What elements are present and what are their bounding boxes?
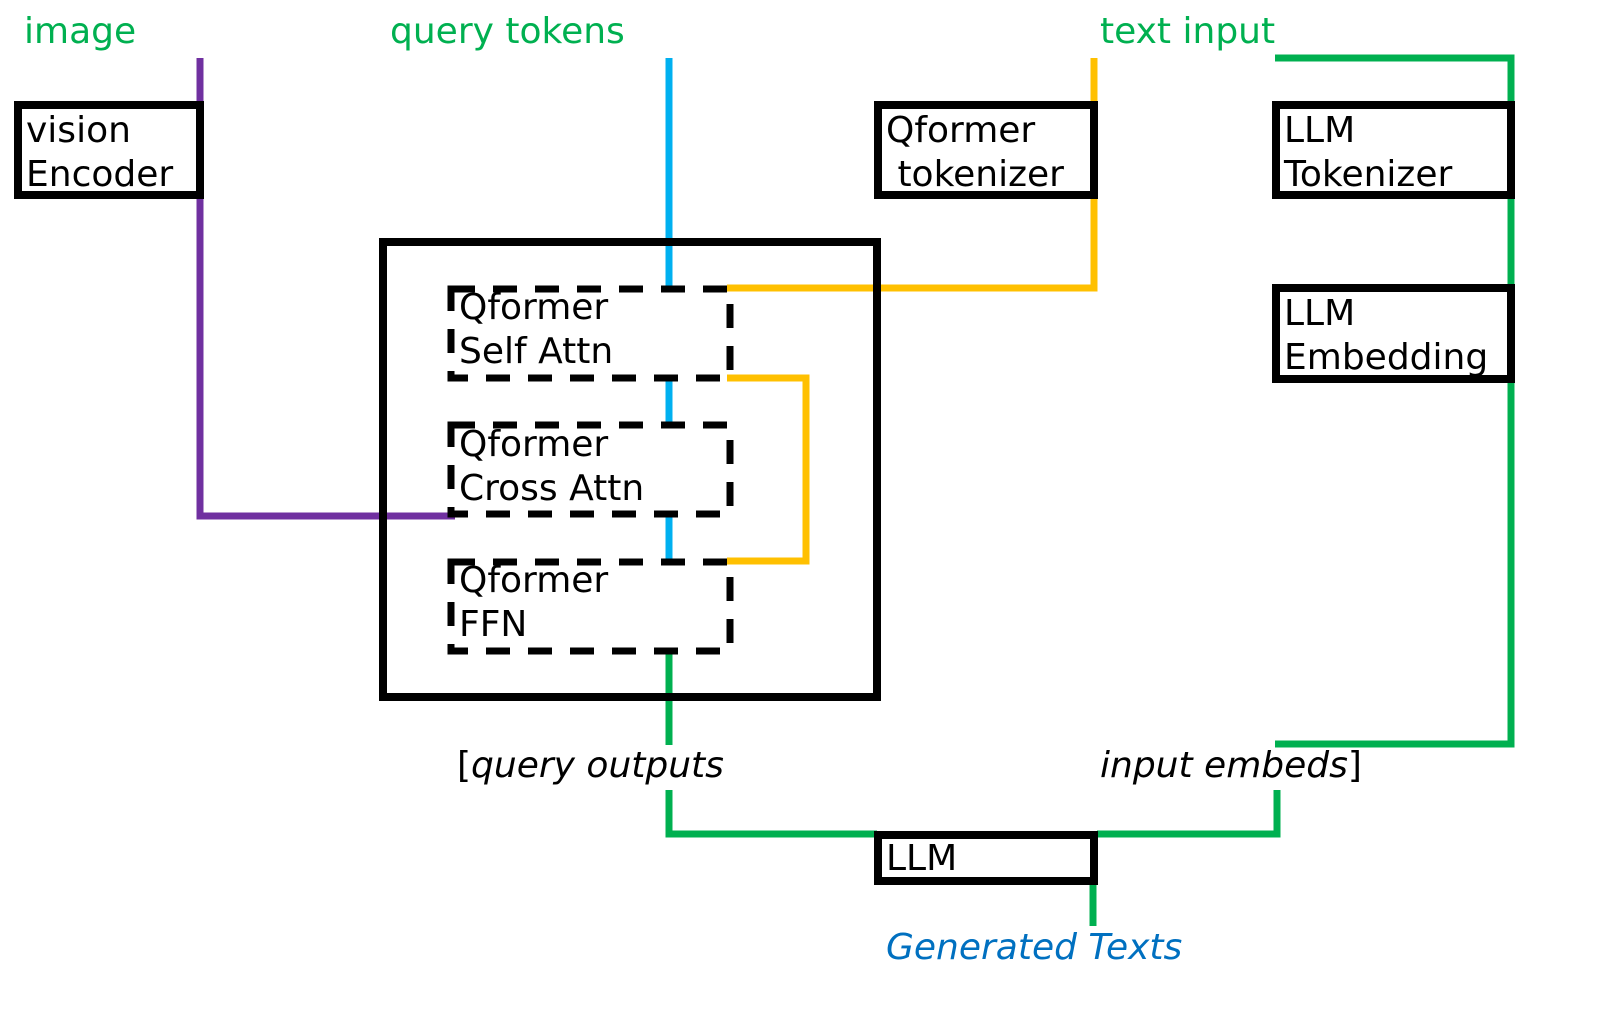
qformer-tokenizer-block: Qformer tokenizer [874, 101, 1098, 199]
input-embeds-label: input embeds] [1100, 748, 1362, 784]
query-outputs-text: query outputs [471, 745, 724, 786]
open-bracket: [ [457, 745, 472, 786]
llm-tokenizer-label-line2: Tokenizer [1284, 154, 1453, 195]
llm-text-line-top [1275, 54, 1515, 103]
vision-encoder-label-line2: Encoder [26, 154, 174, 195]
image-input-label: image [24, 11, 137, 52]
qformer-tokenizer-label-line2: tokenizer [886, 154, 1064, 195]
qformer-self-attn-border [447, 285, 734, 382]
qformer-ffn-label-line1: Qformer [459, 560, 609, 601]
llm-embedding-block: LLM Embedding [1272, 284, 1515, 383]
llm-embedding-label-line2: Embedding [1284, 337, 1489, 378]
qformer-tokenizer-label-line1: Qformer [886, 110, 1036, 151]
qformer-ffn-label-line2: FFN [459, 604, 528, 645]
qformer-cross-attn-border [447, 421, 734, 518]
llm-tokenizer-label-line1: LLM [1284, 110, 1356, 151]
query-outputs-label: [query outputs [457, 748, 724, 784]
qformer-ffn-border [447, 558, 734, 655]
input-embeds-text: input embeds [1100, 745, 1348, 786]
close-bracket: ] [1347, 745, 1362, 786]
input-embeds-to-llm-line [1097, 790, 1281, 838]
vision-encoder-label-line1: vision [26, 110, 131, 151]
image-path-line [196, 58, 455, 520]
qformer-cross-attn-label-line1: Qformer [459, 424, 609, 465]
qformer-self-attn-label-line1: Qformer [459, 287, 609, 328]
llm-embedding-label-line1: LLM [1284, 293, 1356, 334]
query-outputs-to-llm-line [665, 790, 877, 838]
generated-texts-label: Generated Texts [886, 927, 1183, 968]
llm-text-line-emb-out [1275, 380, 1515, 748]
query-tokens-input-label: query tokens [390, 11, 625, 52]
qformer-block [379, 238, 881, 701]
text-input-label: text input [1100, 11, 1276, 52]
llm-label: LLM [886, 838, 958, 879]
llm-tokenizer-block: LLM Tokenizer [1272, 101, 1515, 199]
llm-block: LLM [874, 831, 1098, 885]
vision-encoder-block: vision Encoder [14, 101, 204, 199]
qformer-self-attn-label-line2: Self Attn [459, 331, 614, 372]
qformer-text-line-to-self-attn [727, 196, 1098, 292]
qformer-text-bypass-line [727, 374, 810, 565]
qformer-cross-attn-label-line2: Cross Attn [459, 468, 645, 509]
